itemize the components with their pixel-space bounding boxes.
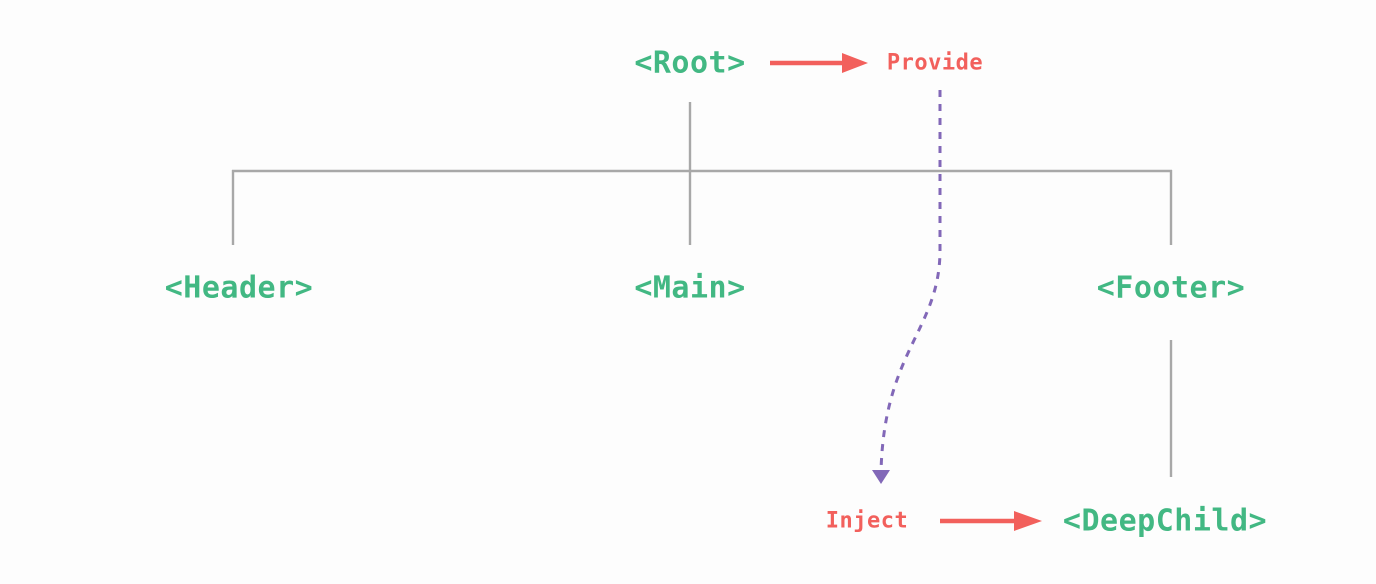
node-header: <Header> bbox=[164, 270, 314, 306]
arrow-root-to-provide bbox=[770, 53, 868, 73]
node-footer: <Footer> bbox=[1096, 270, 1246, 306]
arrow-head-icon bbox=[1014, 511, 1042, 531]
label-inject: Inject bbox=[825, 508, 909, 534]
arrow-inject-to-deepchild bbox=[940, 511, 1042, 531]
inject-arrowhead-icon bbox=[872, 470, 890, 484]
inject-dashed-curve bbox=[879, 90, 942, 473]
node-main: <Main> bbox=[634, 270, 746, 306]
label-provide: Provide bbox=[886, 50, 984, 76]
node-deep-child: <DeepChild> bbox=[1062, 503, 1268, 539]
node-root: <Root> bbox=[634, 45, 746, 81]
arrow-head-icon bbox=[842, 53, 868, 73]
